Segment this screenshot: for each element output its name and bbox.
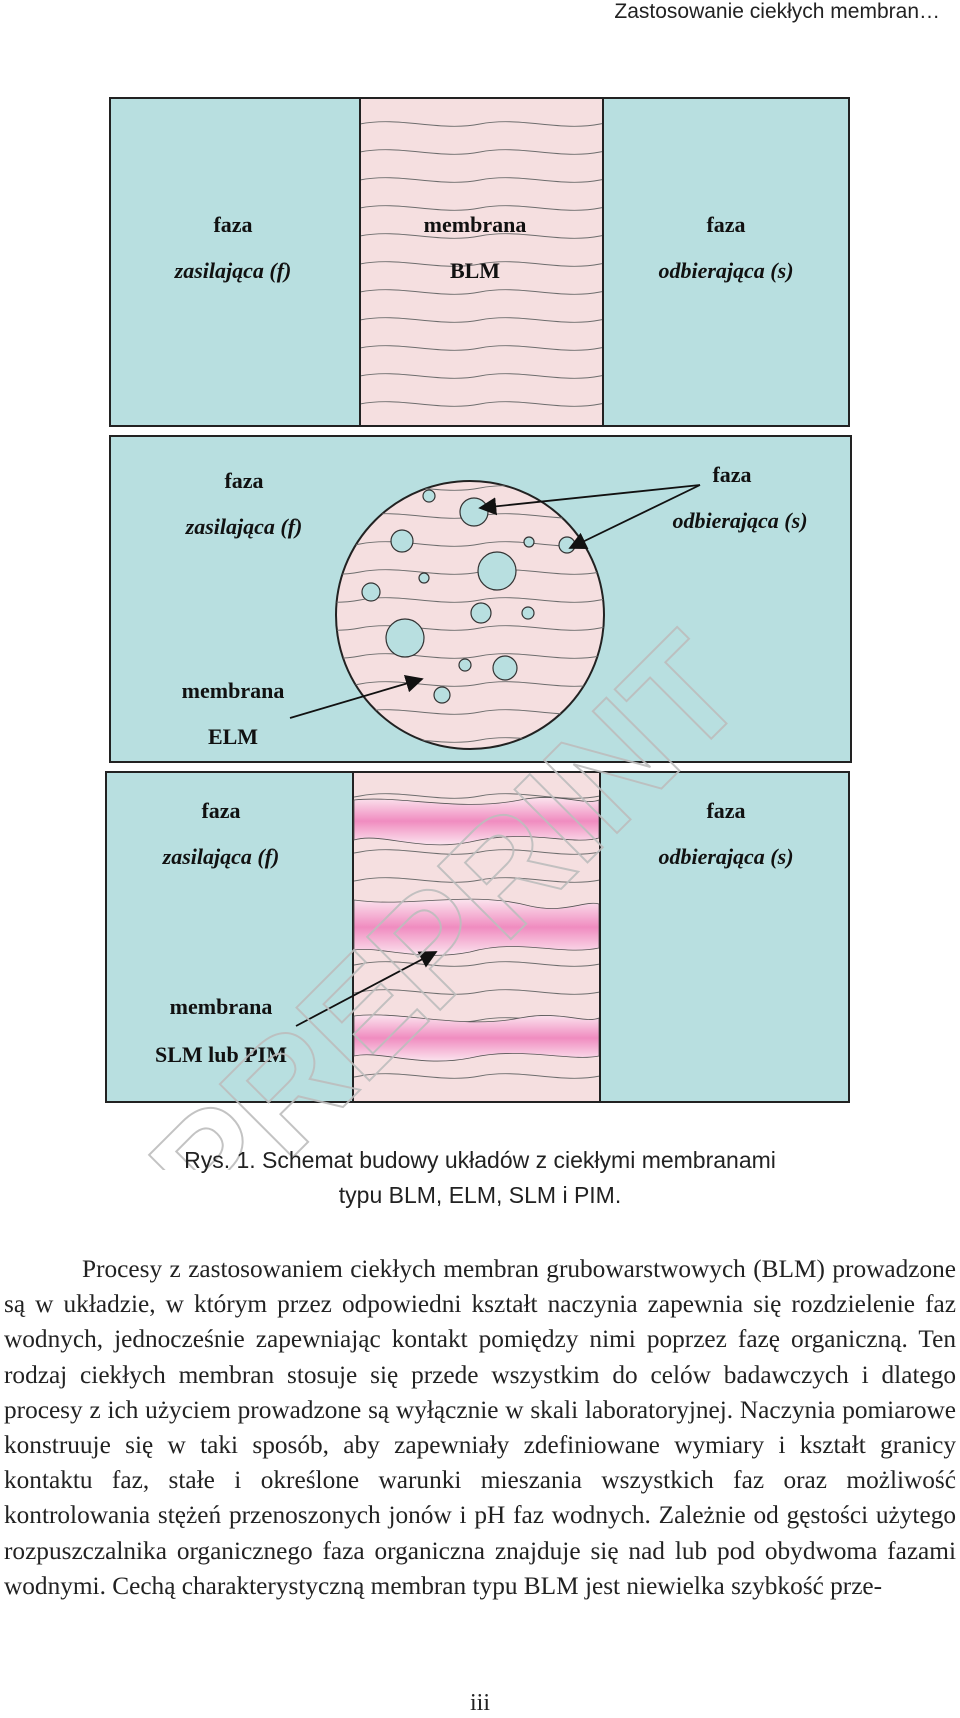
blm-membrane-sub: BLM <box>450 258 500 283</box>
slm-membrane-sub: SLM lub PIM <box>155 1042 287 1067</box>
elm-strip-sub: odbierająca (s) <box>672 508 807 533</box>
slm-feed-sub: zasilająca (f) <box>162 844 280 869</box>
slm-panel: faza zasilająca (f) faza odbierająca (s)… <box>105 771 850 1103</box>
elm-membrane-sub: ELM <box>208 724 258 749</box>
membrane-schematic-figure: faza zasilająca (f) membrana BLM faza od… <box>105 97 852 1170</box>
blm-strip-sub: odbierająca (s) <box>658 258 793 283</box>
slm-membrane-arrow <box>295 951 438 1027</box>
elm-strip-title: faza <box>712 462 751 487</box>
blm-membrane-title: membrana <box>424 212 527 237</box>
body-text: Procesy z zastosowaniem ciekłych membran… <box>4 1252 956 1604</box>
figure-caption-line-2: typu BLM, ELM, SLM i PIM. <box>338 1182 622 1208</box>
figure-caption-line-1: Rys. 1. Schemat budowy układów z ciekłym… <box>184 1147 776 1173</box>
slm-feed-title: faza <box>201 798 240 823</box>
elm-panel: faza zasilająca (f) faza odbierająca (s)… <box>109 435 852 763</box>
blm-feed-sub: zasilająca (f) <box>174 258 292 283</box>
elm-strip-arrow-1 <box>478 484 701 516</box>
blm-panel: faza zasilająca (f) membrana BLM faza od… <box>109 97 850 427</box>
blm-strip-title: faza <box>706 212 745 237</box>
elm-membrane-arrow <box>289 674 424 719</box>
body-paragraph: Procesy z zastosowaniem ciekłych membran… <box>4 1255 956 1600</box>
blm-strip-phase <box>602 97 850 427</box>
slm-membrane-title: membrana <box>170 994 273 1019</box>
slm-strip-phase <box>599 771 850 1103</box>
elm-strip-arrow-2 <box>568 484 701 550</box>
running-head: Zastosowanie ciekłych membran… <box>614 0 940 23</box>
slm-strip-sub: odbierająca (s) <box>658 844 793 869</box>
slm-feed-phase <box>105 771 354 1103</box>
page-number: iii <box>469 1690 490 1716</box>
elm-feed-title: faza <box>224 468 263 493</box>
slm-carrier-bands <box>353 797 600 1062</box>
elm-feed-sub: zasilająca (f) <box>185 514 303 539</box>
slm-strip-title: faza <box>706 798 745 823</box>
blm-feed-title: faza <box>213 212 252 237</box>
elm-membrane-title: membrana <box>182 678 285 703</box>
